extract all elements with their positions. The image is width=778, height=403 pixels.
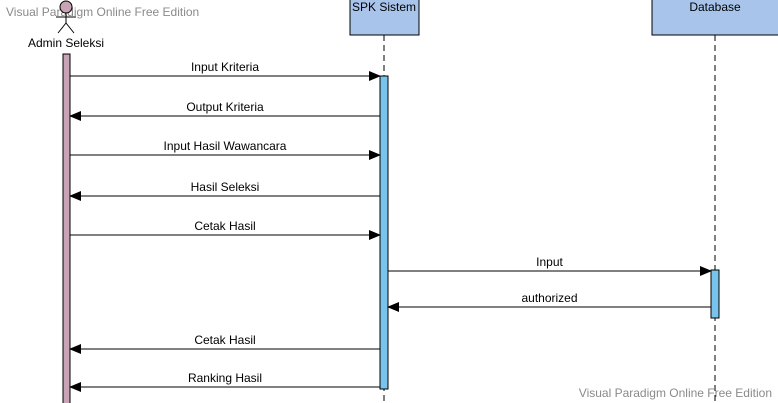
actor-leg-right xyxy=(65,22,75,34)
actor-head-icon xyxy=(59,0,73,14)
message-9: Ranking Hasil xyxy=(69,371,380,392)
message-label: authorized xyxy=(521,291,577,305)
lifeline-db-header xyxy=(651,0,778,36)
message-1: Input Kriteria xyxy=(70,60,381,81)
watermark-bottom: Visual Paradigm Online Free Edition xyxy=(579,386,772,400)
message-6: Input xyxy=(388,255,712,276)
message-3: Input Hasil Wawancara xyxy=(70,139,381,160)
lifeline-database: Database xyxy=(651,0,778,403)
watermark-top: Visual Paradigm Online Free Edition xyxy=(6,5,199,19)
message-label: Input Hasil Wawancara xyxy=(164,139,287,153)
message-5: Cetak Hasil xyxy=(70,219,381,240)
message-2: Output Kriteria xyxy=(69,100,380,121)
message-label: Input xyxy=(536,255,563,269)
lifeline-spk-sistem: SPK Sistem xyxy=(349,0,420,403)
message-8: Cetak Hasil xyxy=(69,333,380,354)
lifeline-spk-header xyxy=(349,0,420,36)
message-label: Cetak Hasil xyxy=(194,219,255,233)
lifeline-db-label: Database xyxy=(689,0,741,14)
message-label: Output Kriteria xyxy=(186,100,264,114)
message-label: Ranking Hasil xyxy=(188,371,262,385)
message-7: authorized xyxy=(387,291,711,312)
message-label: Hasil Seleksi xyxy=(191,180,260,194)
spk-activation-bar xyxy=(379,75,389,390)
actor-label: Admin Seleksi xyxy=(28,36,104,50)
lifeline-spk-label: SPK Sistem xyxy=(352,0,416,14)
message-4: Hasil Seleksi xyxy=(69,180,380,201)
actor-leg-left xyxy=(57,22,67,34)
message-label: Cetak Hasil xyxy=(194,333,255,347)
message-label: Input Kriteria xyxy=(191,60,259,74)
actor-activation-bar xyxy=(62,53,71,403)
actor-admin: Admin Seleksi xyxy=(28,0,104,50)
db-activation-bar xyxy=(710,269,720,319)
